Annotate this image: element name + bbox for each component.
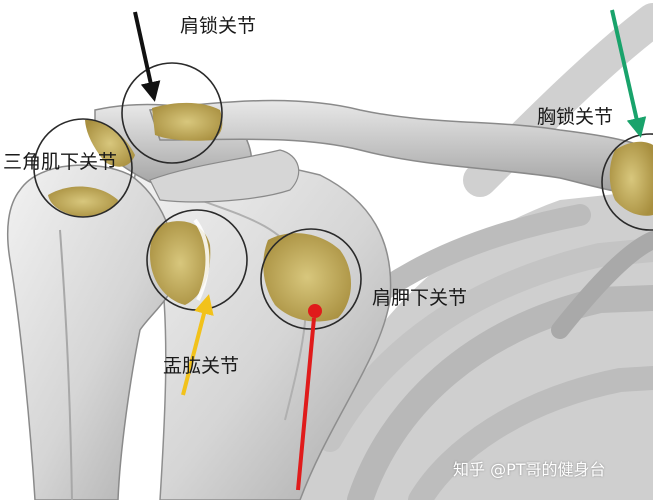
clavicle <box>148 99 653 196</box>
label-scapulothoracic-joint: 肩胛下关节 <box>372 287 468 309</box>
arrow-red-dot <box>308 304 322 318</box>
label-subdeltoid-joint: 三角肌下关节 <box>3 151 118 173</box>
circle-acromioclavicular <box>121 62 223 164</box>
label-sternoclavicular-joint: 胸锁关节 <box>537 106 614 128</box>
watermark: 知乎 @PT哥的健身台 <box>453 460 606 479</box>
label-glenohumeral-joint: 盂肱关节 <box>163 355 240 377</box>
circle-subdeltoid <box>33 118 133 218</box>
humerus <box>6 164 177 500</box>
arrow-green <box>610 9 647 138</box>
circle-sternoclavicular <box>601 133 653 231</box>
arrows <box>133 9 647 491</box>
arrow-red <box>296 317 316 491</box>
label-acromioclavicular-joint: 肩锁关节 <box>180 15 257 37</box>
arrow-yellow <box>181 294 214 396</box>
arrow-black <box>133 11 161 102</box>
cartilage-surfaces <box>48 102 653 322</box>
